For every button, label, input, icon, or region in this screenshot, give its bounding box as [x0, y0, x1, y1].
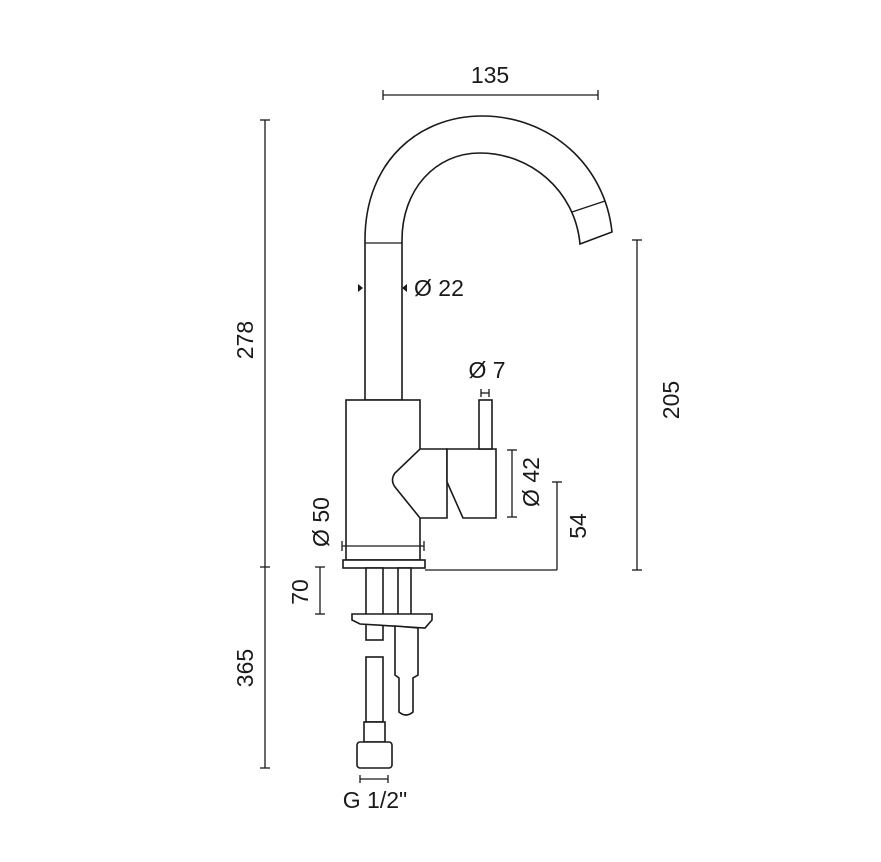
mounting-stud: [394, 625, 419, 716]
hose-left: [365, 656, 384, 723]
faucet-outline: [342, 115, 613, 769]
hose-nut: [356, 741, 393, 769]
dim-spout-reach: 135: [471, 62, 509, 88]
supply-pipe-left: [365, 567, 384, 641]
handle: [446, 448, 497, 519]
threaded-rod: [397, 567, 412, 617]
hose-ferrule: [363, 721, 386, 743]
lever-joint: [391, 448, 448, 519]
dim-total-height: 278: [232, 321, 258, 359]
base-plate: [342, 559, 426, 569]
lever-pin: [478, 399, 493, 450]
dim-lever-diameter: Ø 7: [468, 357, 505, 383]
mounting-plate: [351, 613, 433, 629]
dim-hose-length: 365: [232, 649, 258, 687]
dimension-lines: [260, 90, 642, 783]
dim-handle-height: 54: [565, 513, 591, 539]
dim-spout-height: 205: [658, 381, 684, 419]
dim-spout-diameter: Ø 22: [414, 275, 464, 301]
spout: [364, 115, 613, 401]
dim-body-diameter: Ø 50: [308, 497, 334, 547]
dim-connection: G 1/2": [343, 787, 407, 813]
dim-under-deck: 70: [287, 579, 313, 605]
dim-handle-diameter: Ø 42: [518, 457, 544, 507]
